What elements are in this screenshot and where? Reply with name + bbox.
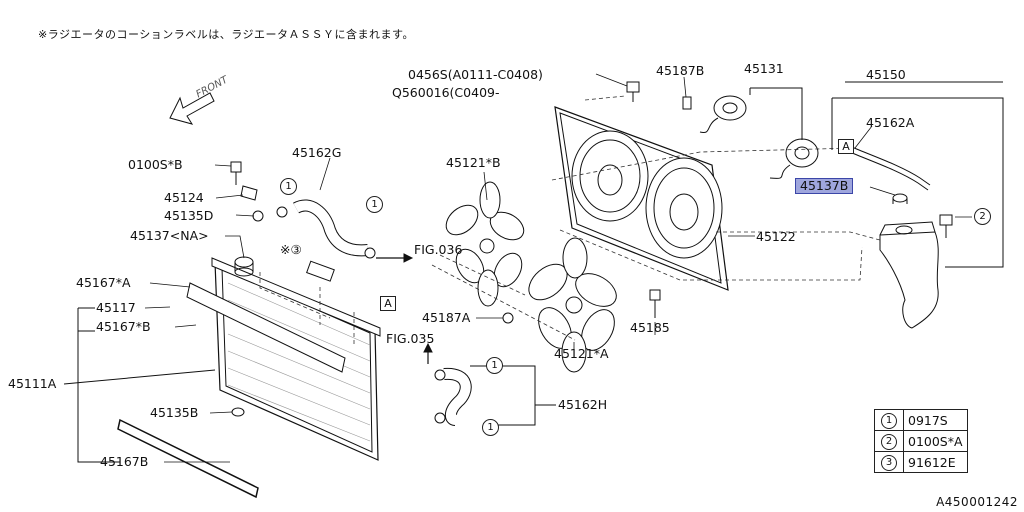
callout-q560016[interactable]: Q560016(C0409-	[392, 85, 500, 100]
callout-0456s[interactable]: 0456S(A0111-C0408)	[408, 67, 543, 82]
ref-mark-3: ※③	[280, 242, 302, 257]
callout-45167-b-star[interactable]: 45167*B	[96, 319, 151, 334]
legend-table: 1 0917S 2 0100S*A 3 91612E	[874, 409, 968, 473]
callout-0100s-b[interactable]: 0100S*B	[128, 157, 183, 172]
callout-45111a[interactable]: 45111A	[8, 376, 57, 391]
legend-row: 1 0917S	[874, 409, 968, 431]
legend-part: 0917S	[903, 409, 968, 431]
circled-1-lower-hose-top: 1	[486, 357, 503, 374]
legend-key: 3	[881, 455, 897, 471]
callout-45187a[interactable]: 45187A	[422, 310, 471, 325]
legend-key: 2	[881, 434, 897, 450]
callout-45162a[interactable]: 45162A	[866, 115, 915, 130]
circled-1-lower-hose-bottom: 1	[482, 419, 499, 436]
callout-45122[interactable]: 45122	[756, 229, 796, 244]
callout-45121-b[interactable]: 45121*B	[446, 155, 501, 170]
image-reference-code: A450001242	[936, 495, 1018, 509]
circled-1-upper-hose-left: 1	[280, 178, 297, 195]
callout-45124[interactable]: 45124	[164, 190, 204, 205]
legend-part: 91612E	[903, 451, 968, 473]
link-fig-036[interactable]: FIG.036	[414, 242, 463, 257]
legend-row: 2 0100S*A	[874, 430, 968, 452]
circled-1-upper-hose-right: 1	[366, 196, 383, 213]
legend-part: 0100S*A	[903, 430, 968, 452]
callout-45162h[interactable]: 45162H	[558, 397, 608, 412]
callout-45135d[interactable]: 45135D	[164, 208, 214, 223]
callout-45150[interactable]: 45150	[866, 67, 906, 82]
callout-45187b[interactable]: 45187B	[656, 63, 705, 78]
callout-45131[interactable]: 45131	[744, 61, 784, 76]
header-note: ※ラジエータのコーションラベルは、ラジエータＡＳＳＹに含まれます。	[38, 28, 414, 41]
callout-45167-a[interactable]: 45167*A	[76, 275, 131, 290]
callout-45167b[interactable]: 45167B	[100, 454, 149, 469]
callout-45117[interactable]: 45117	[96, 300, 136, 315]
legend-key: 1	[881, 413, 897, 429]
callout-45162g[interactable]: 45162G	[292, 145, 342, 160]
ref-marker-a-reserve-tank: A	[838, 139, 854, 154]
callout-45135b[interactable]: 45135B	[150, 405, 199, 420]
callout-45137-na[interactable]: 45137<NA>	[130, 228, 209, 243]
ref-marker-a-radiator: A	[380, 296, 396, 311]
callout-45137b-highlighted[interactable]: 45137B	[795, 178, 854, 194]
link-fig-035[interactable]: FIG.035	[386, 331, 435, 346]
callout-45121-a[interactable]: 45121*A	[554, 346, 609, 361]
circled-2-bolt: 2	[974, 208, 991, 225]
legend-row: 3 91612E	[874, 451, 968, 473]
callout-45185[interactable]: 45185	[630, 320, 670, 335]
